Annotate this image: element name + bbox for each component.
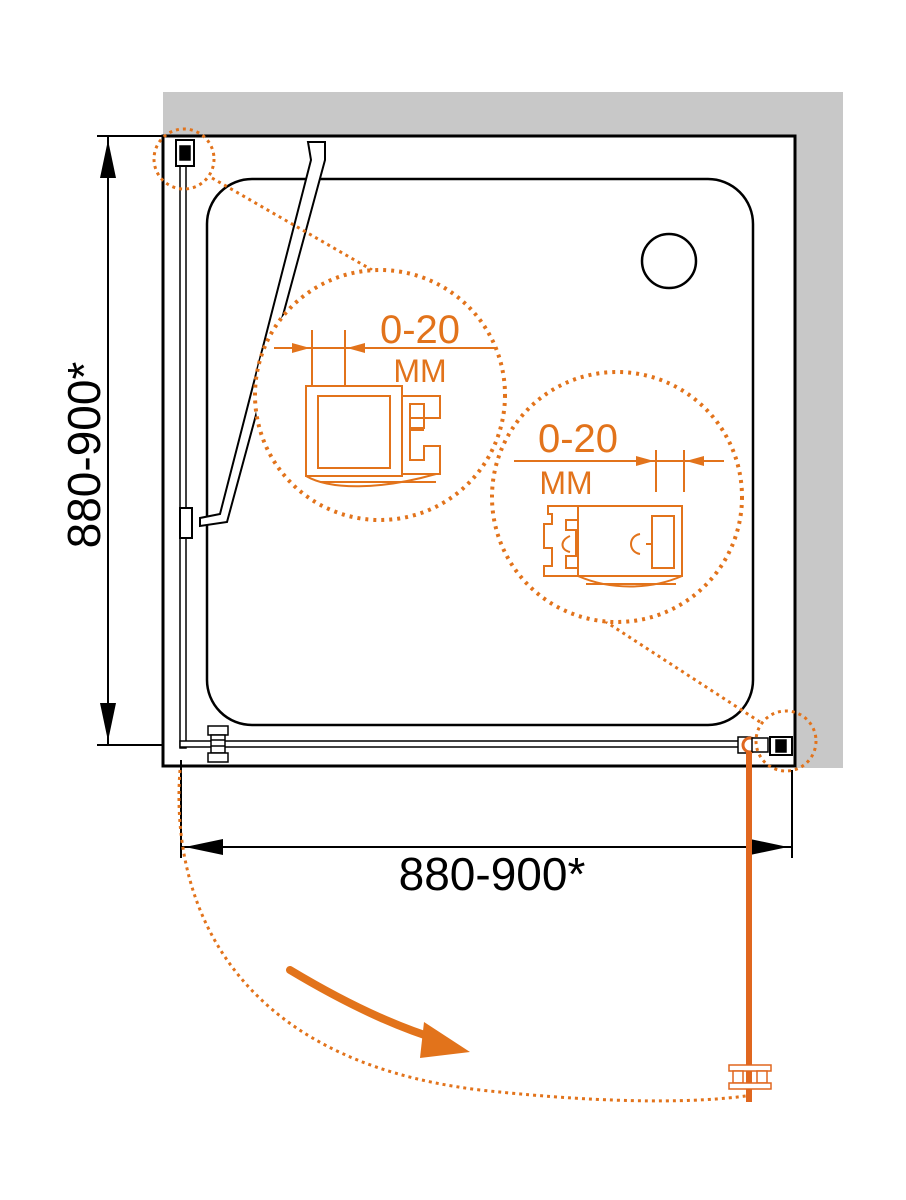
side-glass-panel	[179, 159, 187, 749]
front-glass-panel	[179, 740, 741, 748]
callout-top-left-range: 0-20	[380, 308, 460, 352]
door-pivot	[737, 736, 769, 754]
glass-panels	[175, 139, 793, 756]
back-wall	[163, 92, 843, 136]
callout-bottom-right-unit: MM	[539, 465, 592, 501]
width-dimension	[180, 760, 793, 858]
tray-inner	[205, 177, 755, 727]
hinge-icon	[207, 725, 229, 763]
profile-section-bottom-right	[543, 505, 683, 588]
side-wall	[796, 92, 843, 768]
detail-marker-top-left	[152, 127, 216, 191]
depth-dimension	[97, 135, 175, 746]
bar-bracket	[179, 507, 193, 539]
callout-top-left: 0-20 MM	[152, 127, 507, 522]
open-door	[728, 752, 772, 1102]
walls	[163, 92, 843, 768]
support-bar	[199, 141, 326, 528]
width-dimension-label: 880-900*	[399, 848, 586, 900]
door-glass	[746, 752, 752, 1102]
depth-dimension-label: 880-900*	[58, 362, 110, 549]
detail-marker-bottom-right	[754, 709, 818, 773]
callout-bottom-right-range: 0-20	[538, 417, 618, 461]
detail-circle-bottom-right	[490, 370, 744, 624]
swing-arrow-icon	[286, 966, 470, 1058]
callout-top-left-unit: MM	[393, 353, 446, 389]
callout-bottom-right: 0-20 MM	[490, 370, 818, 773]
drain-icon	[640, 232, 698, 290]
profile-section-top-left	[305, 385, 441, 488]
handle-icon	[728, 1064, 772, 1090]
